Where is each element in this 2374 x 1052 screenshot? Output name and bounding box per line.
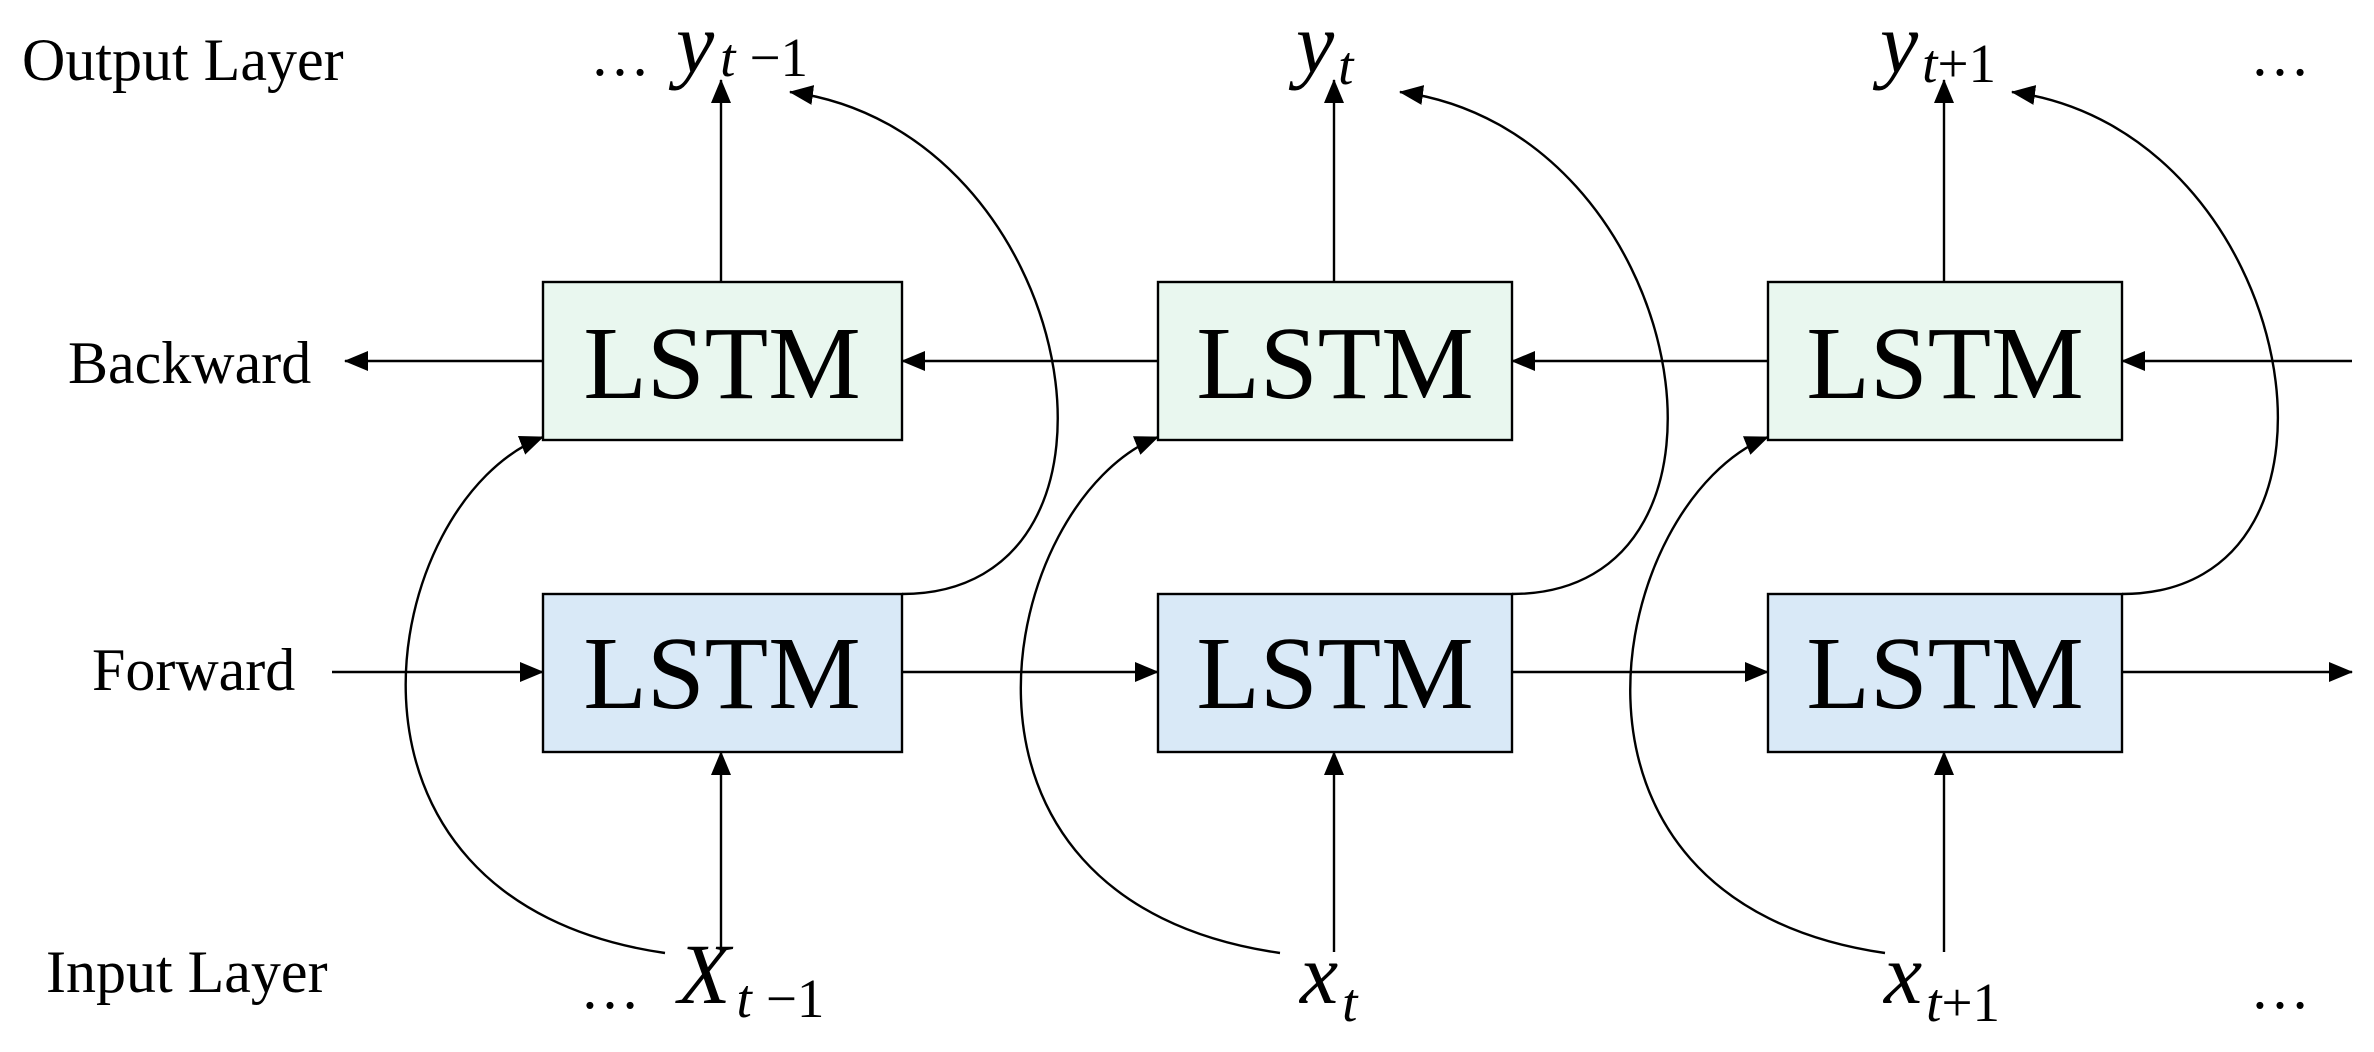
backward-lstm-1 — [541, 280, 904, 442]
ellipsis-output-right: … — [2250, 22, 2310, 88]
forward-lstm-3 — [1766, 592, 2124, 754]
backward-lstm-3 — [1766, 280, 2124, 442]
ellipsis-input-right: … — [2250, 955, 2310, 1021]
backward-lstm-3-label: LSTM — [1806, 306, 2083, 421]
input-symbol-t-plus-1: xt+1 — [1882, 926, 2000, 1033]
backward-layer-label: Backward — [68, 330, 311, 396]
forward-lstm-2 — [1156, 592, 1514, 754]
forward-layer-label: Forward — [92, 637, 295, 703]
input-to-backward-curve-2 — [1019, 435, 1281, 955]
input-symbol-t: xt — [1298, 926, 1359, 1033]
output-symbol-t-plus-1: yt+1 — [1872, 0, 1996, 94]
input-layer-label: Input Layer — [46, 939, 328, 1005]
ellipsis-output-left: … — [590, 22, 650, 88]
backward-lstm-2-label: LSTM — [1196, 306, 1473, 421]
forward-lstm-2-label: LSTM — [1196, 616, 1473, 731]
forward-to-output-curve-3 — [2011, 85, 2280, 596]
output-symbol-t: yt — [1288, 0, 1355, 96]
forward-to-output-curve-2 — [1399, 85, 1669, 596]
backward-lstm-2 — [1156, 280, 1514, 442]
forward-lstm-3-label: LSTM — [1806, 616, 2083, 731]
forward-lstm-1-label: LSTM — [583, 616, 860, 731]
input-to-backward-curve-1 — [404, 435, 666, 955]
output-layer-label: Output Layer — [22, 27, 344, 93]
backward-lstm-1-label: LSTM — [583, 306, 860, 421]
input-to-backward-curve-3 — [1629, 435, 1886, 955]
forward-lstm-1 — [541, 592, 904, 754]
ellipsis-input-left: … — [580, 955, 640, 1021]
forward-to-output-curve-1 — [789, 85, 1059, 596]
